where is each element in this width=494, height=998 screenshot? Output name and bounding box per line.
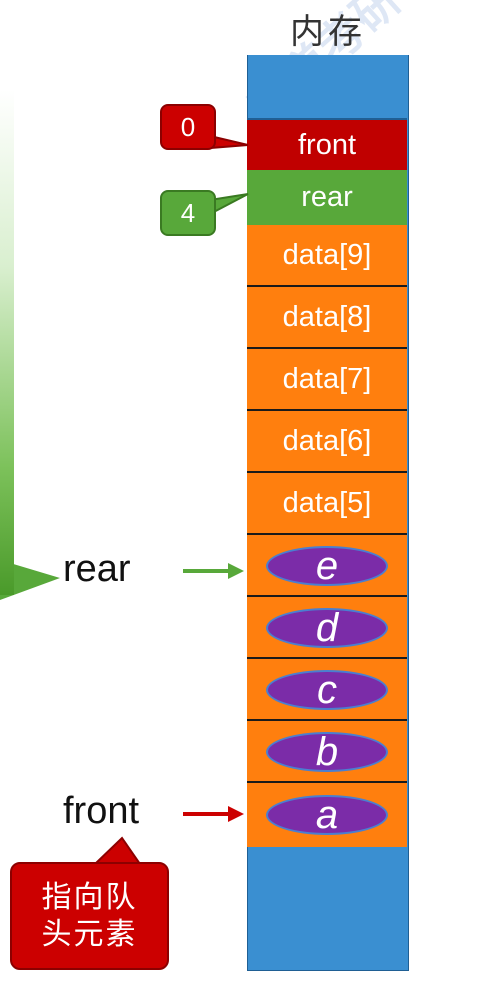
data-cell-7: data[7] (247, 349, 407, 411)
data-cell-label: data[5] (282, 486, 372, 519)
rear-arrow-head (228, 563, 244, 579)
green-panel-pointer (0, 560, 60, 600)
rear-cell-label: rear (301, 181, 353, 213)
data-cell-label: data[7] (282, 362, 372, 395)
front-tooltip-line-1: 指向队 (41, 880, 138, 914)
green-panel-edge (0, 90, 14, 595)
front-pointer-label: front (63, 790, 140, 832)
element-e: e (266, 546, 388, 586)
rear-pointer-label: rear (63, 548, 131, 590)
memory-title: 内存 (290, 13, 366, 51)
element-d: d (266, 608, 388, 648)
rear-cell: rear (247, 170, 407, 225)
data-cell-8: data[8] (247, 287, 407, 349)
data-cell-label: data[8] (282, 300, 372, 333)
callout-front-index: 0 (160, 104, 216, 150)
front-tip-tail (92, 836, 142, 865)
callout-rear-index: 4 (160, 190, 216, 236)
front-tooltip: 指向队 头元素 (10, 862, 169, 970)
front-arrow-head (228, 806, 244, 822)
element-a: a (266, 795, 388, 835)
element-c: c (266, 670, 388, 710)
front-cell: front (247, 118, 407, 170)
data-cell-label: data[9] (282, 238, 372, 271)
data-cell-6: data[6] (247, 411, 407, 473)
front-cell-label: front (297, 128, 357, 161)
element-b: b (266, 732, 388, 772)
data-cell-label: data[6] (282, 424, 372, 457)
front-tooltip-line-2: 头元素 (41, 918, 138, 951)
data-cell-9: data[9] (247, 225, 407, 287)
data-cell-5: data[5] (247, 473, 407, 535)
